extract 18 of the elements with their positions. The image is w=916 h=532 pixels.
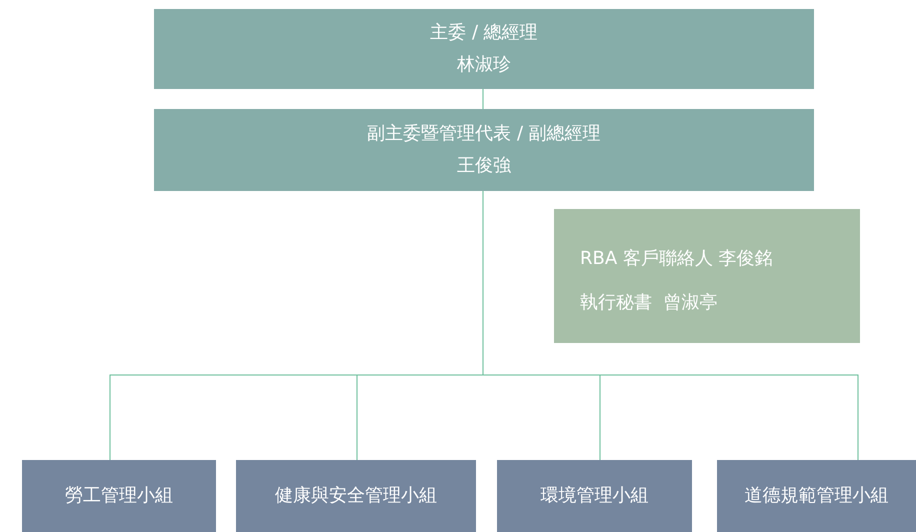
box-text: 健康與安全管理小組: [275, 484, 437, 508]
box-text: 勞工管理小組: [65, 484, 173, 508]
box-text: 副主委暨管理代表 / 副總經理: [367, 122, 601, 146]
group-box: [236, 460, 476, 532]
connector-line: [482, 88, 484, 110]
box-text: 環境管理小組: [540, 484, 648, 508]
group-box: [22, 460, 216, 532]
group-box: [497, 460, 692, 532]
title-box: [154, 109, 814, 191]
group-box: [717, 460, 916, 532]
box-text: RBA 客戶聯絡人 李俊銘: [580, 247, 773, 271]
box-text: 道德規範管理小組: [744, 484, 888, 508]
contact-box: [554, 209, 860, 343]
box-text: 執行秘書 曾淑亭: [580, 291, 718, 315]
title-box: [154, 9, 814, 89]
box-text: 王俊強: [457, 154, 511, 178]
box-text: 林淑珍: [457, 53, 511, 77]
box-text: 主委 / 總經理: [430, 21, 538, 45]
